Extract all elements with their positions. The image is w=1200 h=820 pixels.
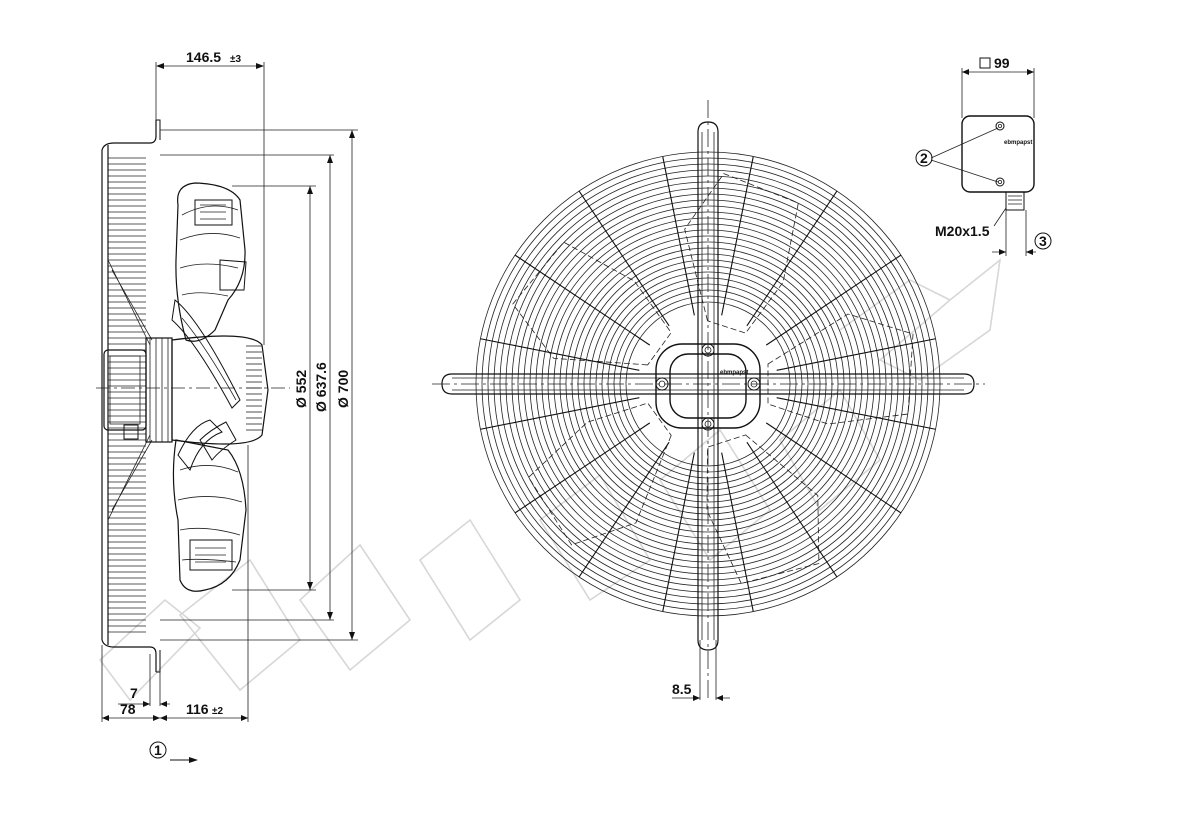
guard-spoke	[662, 156, 695, 316]
hub-depth-value: 116	[186, 701, 209, 717]
terminal-box: 99 ebmpapst 2 M20x1.5 3	[915, 55, 1052, 256]
guard-ring	[589, 265, 827, 503]
flange-dimension: 7	[130, 685, 138, 701]
guard-ring	[619, 295, 797, 473]
guard-ring	[547, 223, 869, 545]
guard-ring	[565, 241, 851, 527]
square-symbol-icon	[979, 57, 991, 69]
guard-spoke	[480, 338, 640, 371]
guard-ring	[529, 205, 887, 563]
front-dimensions: 8.5	[672, 640, 730, 701]
guard-ring	[607, 283, 809, 485]
airflow-callout-number: 1	[154, 742, 162, 758]
guard-spoke	[746, 190, 838, 327]
guard-spoke	[746, 441, 838, 578]
depth-dimension-tolerance: ±3	[230, 54, 241, 65]
side-dimensions: 146.5 ±3 Ø 552 Ø 637.6 Ø 700 7 78 116 ±2…	[101, 49, 358, 763]
airflow-arrow-icon	[189, 757, 198, 763]
guard-spoke	[662, 452, 695, 612]
guard-spoke	[514, 422, 651, 514]
guard-spoke	[578, 190, 670, 327]
guard-side-bars	[108, 157, 146, 633]
terminal-box-dimension: 99	[994, 55, 1010, 71]
guard-ring	[517, 193, 899, 575]
diameter-inner-label: Ø 552	[293, 370, 309, 408]
front-view: ebmpapst	[432, 100, 985, 700]
blade-outline	[528, 402, 672, 546]
cable-gland-label: M20x1.5	[935, 223, 990, 239]
guard-ring	[595, 271, 821, 497]
guard-ring	[541, 217, 875, 551]
guard-ring	[493, 169, 923, 599]
guard-spoke	[721, 452, 754, 612]
guard-ring	[499, 175, 917, 593]
side-view	[96, 119, 290, 673]
guard-ring	[523, 199, 893, 569]
guard-ring	[553, 229, 863, 539]
guard-ring	[583, 259, 833, 509]
guard-ring	[571, 247, 845, 521]
guard-spoke	[721, 156, 754, 316]
hub-depth-tolerance: ±2	[212, 706, 223, 717]
guard-spoke	[578, 441, 670, 578]
hub-logo: ebmpapst	[720, 370, 748, 376]
guard-spoke	[765, 422, 902, 514]
cable-gland-callout-number: 3	[1039, 233, 1047, 249]
guard-spoke	[514, 254, 651, 346]
guard-ring	[625, 301, 791, 467]
guard-ring	[601, 277, 815, 491]
mounting-screws-callout-number: 2	[920, 150, 928, 166]
diameter-mid-label: Ø 637.6	[313, 362, 329, 412]
blade-outline	[767, 313, 914, 425]
guard-spoke	[765, 254, 902, 346]
terminal-box-logo: ebmpapst	[1004, 140, 1032, 146]
guard-spoke	[776, 397, 936, 430]
hole-spacing-dimension: 8.5	[672, 681, 692, 697]
guard-spoke	[776, 338, 936, 371]
guard-ring	[481, 157, 935, 611]
guard-ring	[475, 151, 941, 617]
guard-ring	[511, 187, 905, 581]
guard-ring	[559, 235, 857, 533]
blade-outline	[512, 241, 672, 366]
guard-depth-dimension: 78	[120, 701, 136, 717]
blade-outline	[706, 434, 820, 584]
guard-spoke	[480, 397, 640, 430]
depth-dimension-value: 146.5	[186, 49, 221, 65]
guard-ring	[535, 211, 881, 557]
diameter-outer-label: Ø 700	[335, 370, 351, 408]
guard-ring	[613, 289, 803, 479]
guard-ring	[577, 253, 839, 515]
blade-outline	[684, 173, 799, 334]
guard-ring	[487, 163, 929, 605]
